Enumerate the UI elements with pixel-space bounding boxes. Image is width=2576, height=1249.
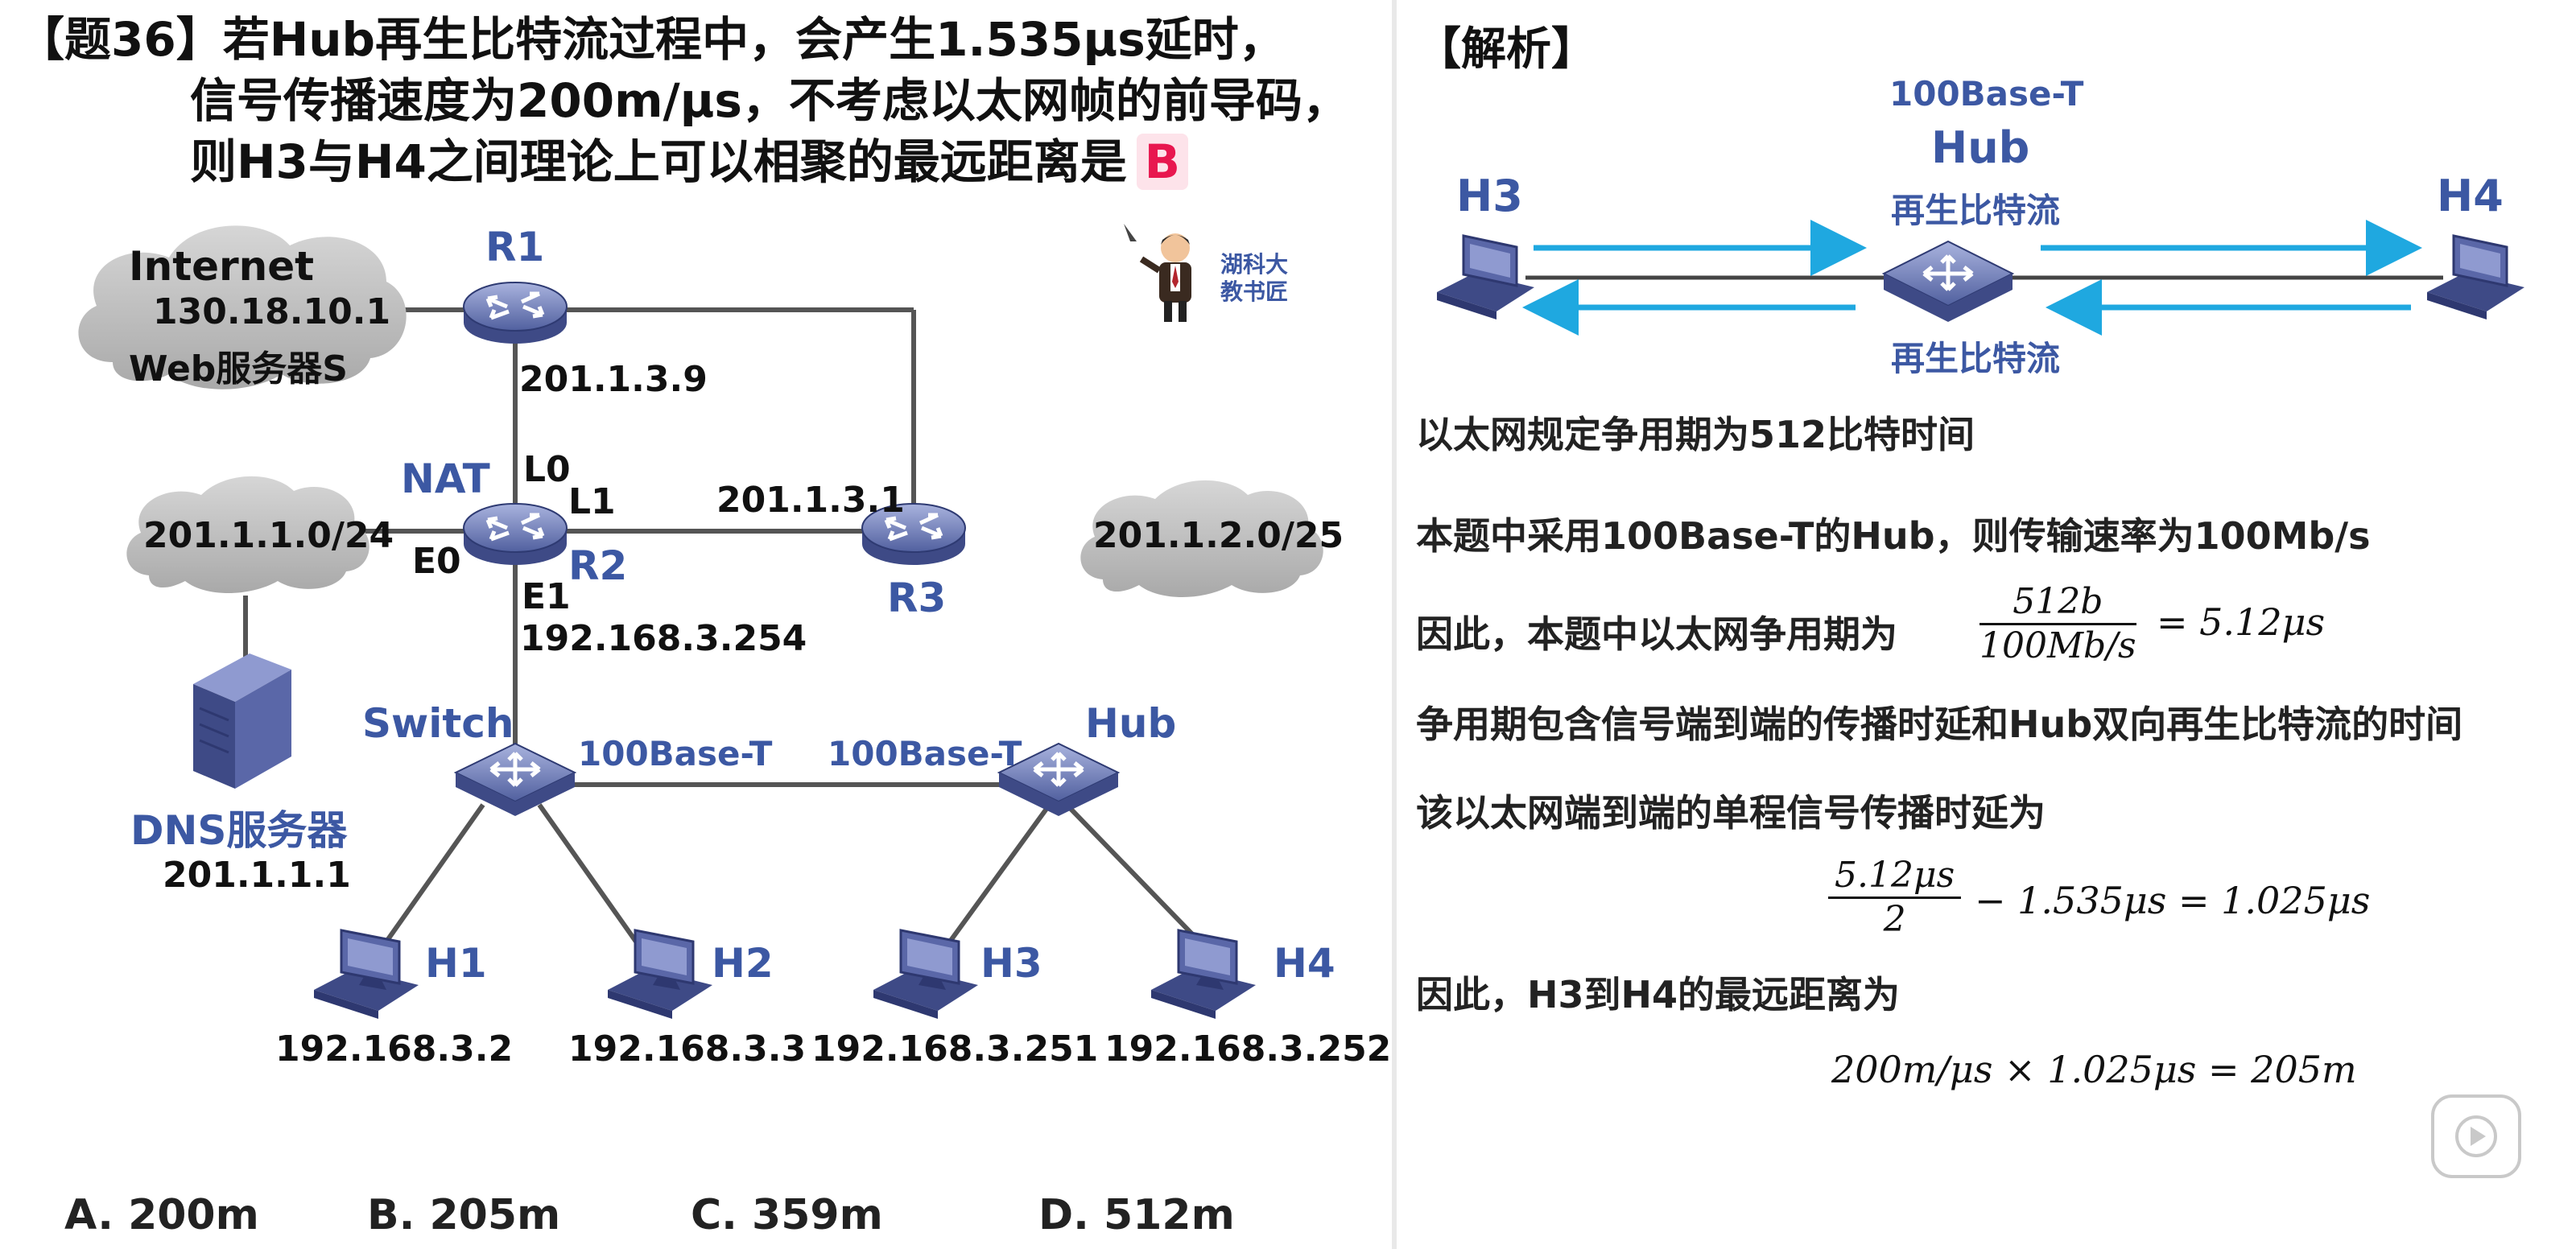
r1-label: R1 xyxy=(485,224,545,270)
formula-1-numerator: 512b xyxy=(1979,581,2136,625)
host-h4-icon xyxy=(1150,929,1257,1020)
solution-panel: 【解析】 100Base-T xyxy=(1397,0,2576,1249)
option-a[interactable]: A. 200m xyxy=(64,1191,259,1239)
formula-2-denominator: 2 xyxy=(1883,899,1906,940)
router-r2-icon xyxy=(464,504,567,565)
right-subnet-label: 201.1.2.0/25 xyxy=(1093,515,1344,556)
switch-port-label: 100Base-T xyxy=(578,734,773,773)
switch-label: Switch xyxy=(362,700,514,747)
solution-title: 【解析】 xyxy=(1416,23,1596,76)
solution-h3-label: H3 xyxy=(1456,171,1523,221)
r3-label: R3 xyxy=(887,575,947,621)
solution-hub-label: Hub xyxy=(1931,122,2030,173)
regen-top-label: 再生比特流 xyxy=(1891,191,2061,230)
nat-label: NAT xyxy=(401,455,490,502)
r2-l1-label: L1 xyxy=(568,481,616,522)
teacher-caption-line-1: 湖科大 xyxy=(1220,251,1289,278)
internet-cloud xyxy=(78,225,407,390)
h1-label: H1 xyxy=(425,940,487,987)
left-subnet-cloud xyxy=(126,476,369,593)
teacher-caption-line-2: 教书匠 xyxy=(1220,278,1289,305)
solution-h4-icon xyxy=(2427,234,2524,319)
r2-e1-ip-label: 192.168.3.254 xyxy=(520,618,807,659)
dns-server-icon xyxy=(193,653,291,789)
host-h2-icon xyxy=(606,929,714,1020)
formula-2-result: − 1.535μs = 1.025μs xyxy=(1975,879,2371,922)
solution-line-1: 以太网规定争用期为512比特时间 xyxy=(1416,413,1975,456)
r3-ip-label: 201.1.3.1 xyxy=(716,480,905,521)
dns-server-label: DNS服务器 xyxy=(130,807,348,854)
h1-ip-label: 192.168.3.2 xyxy=(275,1028,514,1070)
left-subnet-label: 201.1.1.0/24 xyxy=(143,515,394,556)
panel-divider xyxy=(1392,0,1397,1249)
solution-line-5: 该以太网端到端的单程信号传播时延为 xyxy=(1416,791,2046,835)
solution-hub-icon xyxy=(1881,240,2015,322)
hub-port-label: 100Base-T xyxy=(828,734,1022,773)
r2-label: R2 xyxy=(568,542,628,589)
answer-badge: B xyxy=(1136,134,1189,190)
h4-ip-label: 192.168.3.252 xyxy=(1104,1028,1392,1070)
formula-2-fraction: 5.12μs 2 xyxy=(1828,855,1962,941)
dns-server-ip: 201.1.1.1 xyxy=(163,855,351,896)
video-play-icon[interactable] xyxy=(2431,1094,2521,1178)
teacher-mascot-icon xyxy=(1124,224,1191,322)
option-b[interactable]: B. 205m xyxy=(367,1191,561,1239)
solution-standard-label: 100Base-T xyxy=(1889,74,2084,113)
network-topology-diagram xyxy=(78,225,1323,1020)
internet-label: Internet xyxy=(129,243,315,290)
links xyxy=(243,307,1202,944)
solution-h3-icon xyxy=(1437,234,1534,319)
host-h3-icon xyxy=(872,929,980,1020)
h4-label: H4 xyxy=(1274,940,1335,987)
option-d[interactable]: D. 512m xyxy=(1038,1191,1235,1239)
host-h1-icon xyxy=(312,929,420,1020)
web-server-ip: 130.18.10.1 xyxy=(153,291,391,332)
h3-label: H3 xyxy=(980,940,1042,987)
r2-e0-label: E0 xyxy=(412,541,461,582)
question-panel: 【题36】若Hub再生比特流过程中，会产生1.535μs延时， 信号传播速度为2… xyxy=(18,12,1392,1239)
question-line-2: 信号传播速度为200m/μs，不考虑以太网帧的前导码， xyxy=(190,73,1349,128)
switch-icon xyxy=(456,744,575,816)
regen-bottom-label: 再生比特流 xyxy=(1891,339,2061,378)
router-r1-icon xyxy=(464,282,567,344)
formula-1-fraction: 512b 100Mb/s xyxy=(1979,581,2136,667)
r1-ip-label: 201.1.3.9 xyxy=(519,359,708,400)
formula-3: 200m/μs × 1.025μs = 205m xyxy=(1831,1048,2357,1091)
formula-1-result: = 5.12μs xyxy=(2157,600,2326,644)
solution-line-6: 因此，H3到H4的最远距离为 xyxy=(1416,973,1901,1016)
h3-ip-label: 192.168.3.251 xyxy=(811,1028,1099,1070)
solution-line-4: 争用期包含信号端到端的传播时延和Hub双向再生比特流的时间 xyxy=(1416,703,2463,746)
formula-1-denominator: 100Mb/s xyxy=(1979,625,2136,666)
question-line-3-text: 则H3与H4之间理论上可以相聚的最远距离是 xyxy=(190,134,1127,189)
web-server-label: Web服务器S xyxy=(129,348,348,390)
solution-line-3: 因此，本题中以太网争用期为 xyxy=(1416,612,1897,656)
formula-2-numerator: 5.12μs xyxy=(1828,855,1962,899)
option-c[interactable]: C. 359m xyxy=(691,1191,883,1239)
right-subnet-cloud xyxy=(1080,480,1323,597)
solution-line-2: 本题中采用100Base-T的Hub，则传输速率为100Mb/s xyxy=(1416,514,2371,558)
r2-e1-label: E1 xyxy=(522,576,571,617)
question-line-1: 【题36】若Hub再生比特流过程中，会产生1.535μs延时， xyxy=(18,12,1286,67)
r2-l0-label: L0 xyxy=(523,449,571,490)
hub-label: Hub xyxy=(1085,700,1177,747)
h2-ip-label: 192.168.3.3 xyxy=(568,1028,807,1070)
hub-regeneration-diagram xyxy=(1437,220,2524,336)
h2-label: H2 xyxy=(712,940,774,987)
solution-h4-label: H4 xyxy=(2437,171,2504,221)
